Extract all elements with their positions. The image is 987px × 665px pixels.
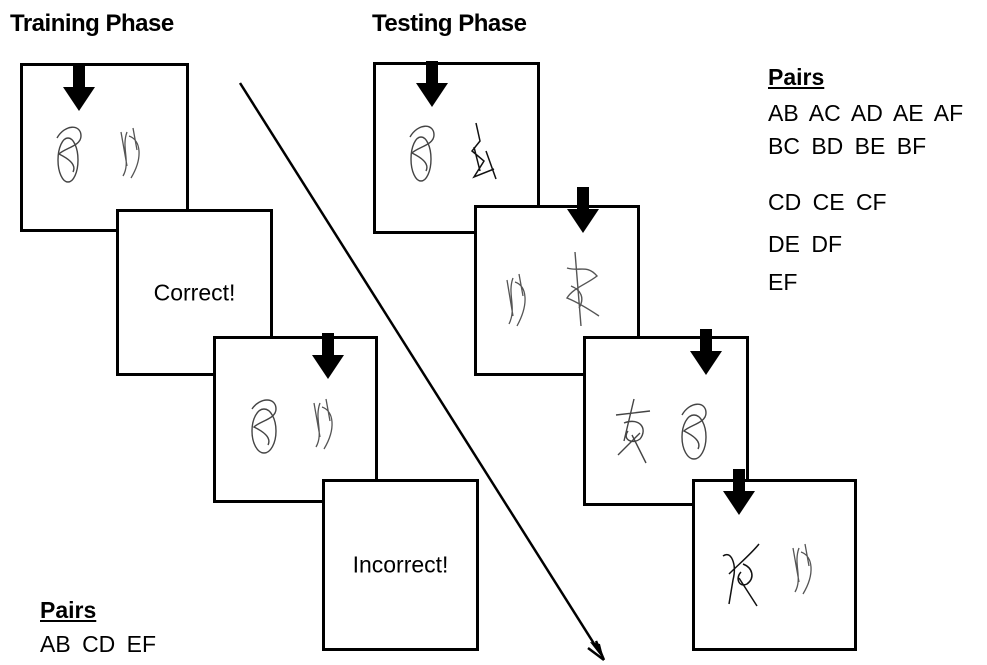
- testing-pairs-line-4: DE DF: [768, 231, 842, 257]
- feedback-incorrect-panel: Incorrect!: [322, 479, 479, 651]
- handwritten-symbol-icon: [56, 126, 140, 183]
- handwritten-symbol-icon: [506, 251, 600, 327]
- testing-pairs-line-1: AB AC AD AE AF: [768, 100, 964, 126]
- feedback-correct-text: Correct!: [153, 279, 236, 305]
- handwritten-symbol-icon: [409, 122, 497, 182]
- testing-pairs-line-5: EF: [768, 269, 798, 295]
- down-arrow-icon: [63, 65, 95, 111]
- down-arrow-icon: [312, 333, 344, 379]
- handwritten-symbol-icon: [615, 398, 707, 464]
- test-stimulus-panel-4: [692, 469, 857, 651]
- feedback-incorrect-text: Incorrect!: [352, 551, 449, 578]
- training-stimulus-panel-1: [20, 63, 189, 232]
- training-stimulus-panel-2: [213, 333, 378, 503]
- test-stimulus-panel-3: [583, 329, 749, 506]
- training-pairs-heading: Pairs: [40, 597, 97, 623]
- testing-pairs-line-2: BC BD BE BF: [768, 133, 927, 159]
- down-arrow-icon: [416, 61, 448, 107]
- down-arrow-icon: [723, 469, 755, 515]
- training-phase-title: Training Phase: [10, 10, 174, 37]
- handwritten-symbol-icon: [251, 398, 333, 454]
- testing-pairs-line-3: CD CE CF: [768, 189, 887, 215]
- down-arrow-icon: [690, 329, 722, 375]
- down-arrow-icon: [567, 187, 599, 233]
- training-pairs-line: AB CD EF: [40, 631, 157, 657]
- testing-pairs-heading: Pairs: [768, 64, 825, 90]
- handwritten-symbol-icon: [722, 543, 812, 607]
- testing-phase-title: Testing Phase: [372, 10, 527, 37]
